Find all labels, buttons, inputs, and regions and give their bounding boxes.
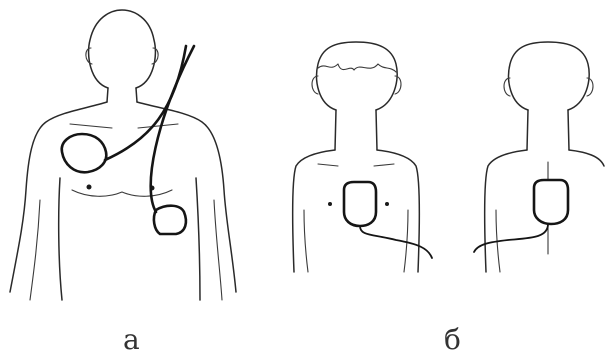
child-front-pad-cable — [360, 226, 432, 258]
adult-head — [89, 10, 156, 88]
child-front-neck — [335, 110, 377, 150]
adult-figure — [10, 10, 236, 300]
child-back-neck — [527, 110, 569, 150]
caption-a: а — [123, 326, 140, 354]
child-front-left-arm — [293, 150, 335, 272]
child-front-left-nipple — [328, 202, 332, 206]
child-front-collarbones — [318, 164, 394, 166]
adult-left-nipple — [87, 185, 92, 190]
child-front-right-nipple — [385, 202, 389, 206]
adult-lower-pad-cable — [151, 46, 194, 212]
adult-right-arm-inner — [214, 200, 222, 300]
child-front-electrode-pad — [344, 182, 376, 226]
adult-neck — [107, 88, 137, 102]
caption-b: б — [444, 326, 461, 354]
child-back-electrode-pad — [534, 180, 568, 224]
child-front-hair — [318, 64, 396, 72]
child-front-figure — [293, 42, 432, 272]
child-back-right-arm — [569, 150, 604, 166]
child-front-head — [317, 42, 398, 110]
adult-right-torso — [196, 178, 200, 300]
child-front-left-torso — [304, 210, 308, 272]
adult-upper-pad-cable — [105, 46, 186, 160]
adult-left-torso — [59, 178, 62, 300]
adult-lower-electrode-pad — [154, 206, 186, 234]
child-back-left-arm — [485, 150, 527, 272]
adult-upper-electrode-pad — [62, 134, 107, 172]
child-back-figure — [474, 42, 604, 272]
adult-pectorals — [72, 190, 172, 196]
adult-left-arm-inner — [30, 200, 40, 300]
child-front-right-arm — [377, 150, 419, 272]
child-back-head — [509, 42, 590, 110]
